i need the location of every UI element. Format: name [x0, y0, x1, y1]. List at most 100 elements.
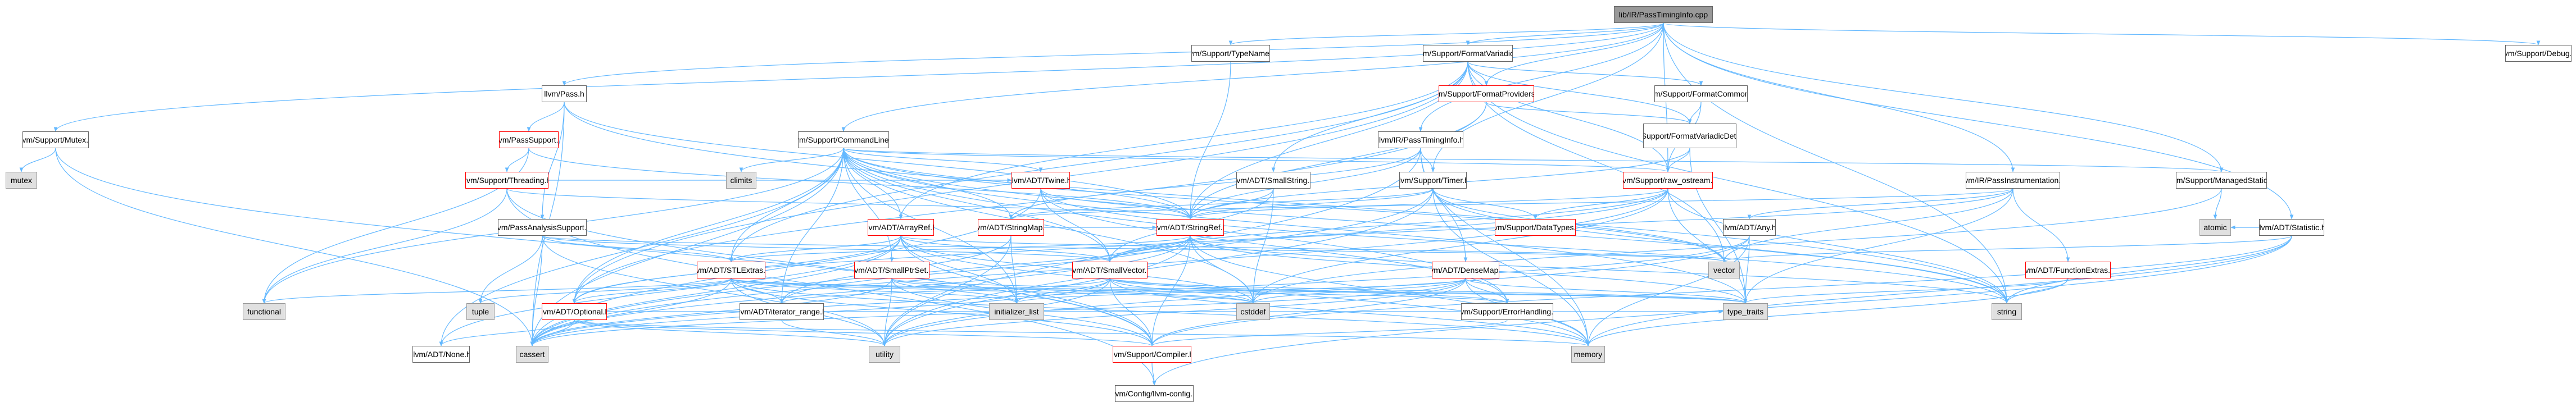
edge-commandline-to-smallvector: [843, 148, 1112, 262]
edge-mutex-to-cassert: [55, 148, 534, 346]
edge-root-to-formatproviders: [1484, 22, 1664, 86]
edge-smallstring-to-cstddef: [1251, 188, 1274, 304]
edge-typename-to-stringref: [1188, 61, 1231, 220]
graph-node-memory[interactable]: memory: [1571, 346, 1605, 363]
graph-node-arrayref[interactable]: llvm/ADT/ArrayRef.h: [868, 219, 934, 236]
graph-node-llvmconfig[interactable]: llvm/Config/llvm-config.h: [1115, 385, 1194, 402]
edge-pass-to-string: [564, 102, 2009, 304]
edge-smallvector-to-iterator_range: [779, 278, 1110, 304]
graph-node-timer[interactable]: llvm/Support/Timer.h: [1399, 172, 1467, 189]
edge-managedstatic-to-atomic: [2213, 188, 2222, 220]
graph-node-threading[interactable]: llvm/Support/Threading.h: [465, 172, 548, 189]
graph-node-passanalysissupport[interactable]: llvm/PassAnalysisSupport.h: [498, 219, 587, 236]
graph-node-formatcommon[interactable]: llvm/Support/FormatCommon.h: [1654, 85, 1748, 102]
edge-arrayref-to-vector: [900, 235, 1726, 262]
edge-commandline-to-string: [843, 148, 2009, 304]
graph-node-functionextras[interactable]: llvm/ADT/FunctionExtras.h: [2025, 262, 2111, 278]
edge-densemap-to-errorhandling: [1465, 278, 1509, 304]
graph-node-stlextras[interactable]: llvm/ADT/STLExtras.h: [697, 262, 765, 278]
graph-node-smallvector[interactable]: llvm/ADT/SmallVector.h: [1072, 262, 1148, 278]
graph-node-managedstatic[interactable]: llvm/Support/ManagedStatic.h: [2176, 172, 2267, 189]
edge-layer: [19, 22, 2540, 386]
node-label-line: Details.h: [1724, 131, 1736, 140]
graph-node-smallstring[interactable]: llvm/ADT/SmallString.h: [1236, 172, 1310, 189]
node-label-line: llvm/Support/FormatVariadic: [1644, 131, 1724, 140]
edge-compiler-to-llvmconfig: [1151, 362, 1157, 386]
edge-stlextras-to-errorhandling: [731, 278, 1509, 304]
graph-node-passsupport[interactable]: llvm/PassSupport.h: [499, 131, 559, 148]
graph-node-type-traits[interactable]: type_traits: [1723, 303, 1768, 320]
edge-smallvector-to-type_traits: [1109, 278, 1747, 304]
edge-arrayref-to-smallvector: [900, 235, 1112, 262]
graph-node-passinstrumentation[interactable]: llvm/IR/PassInstrumentation.h: [1966, 172, 2060, 189]
graph-node-tuple[interactable]: tuple: [466, 303, 495, 320]
graph-node-any[interactable]: llvm/ADT/Any.h: [1723, 219, 1776, 236]
edge-smallvector-to-cstddef: [1109, 278, 1255, 304]
graph-node-raw-ostream[interactable]: llvm/Support/raw_ostream.h: [1623, 172, 1713, 189]
graph-node-utility[interactable]: utility: [869, 346, 900, 363]
edge-raw_ostream-to-string: [1667, 188, 2009, 304]
graph-node-cassert[interactable]: cassert: [516, 346, 548, 363]
graph-node-irpasstiminginfo[interactable]: llvm/IR/PassTimingInfo.h: [1378, 131, 1463, 148]
graph-node-mutex[interactable]: llvm/Support/Mutex.h: [22, 131, 89, 148]
graph-node-datatypes[interactable]: llvm/Support/DataTypes.h: [1495, 219, 1576, 236]
graph-node-twine[interactable]: llvm/ADT/Twine.h: [1012, 172, 1070, 189]
graph-node-mutex-std[interactable]: mutex: [6, 172, 37, 189]
edge-arrayref-to-cassert: [530, 235, 901, 346]
edge-smallvector-to-compiler: [1109, 278, 1154, 346]
graph-node-typename[interactable]: llvm/Support/TypeName.h: [1191, 45, 1270, 62]
edge-formatvariadic-to-raw_ostream: [1467, 61, 1670, 172]
edge-stlextras-to-optional: [572, 278, 732, 304]
edge-stringref-to-stlextras: [729, 235, 1191, 262]
graph-node-debug[interactable]: llvm/Support/Debug.h: [2505, 45, 2572, 62]
graph-node-iterator-range[interactable]: llvm/ADT/iterator_range.h: [740, 303, 824, 320]
edge-passanalysissupport-to-smallvector: [542, 235, 1112, 262]
graph-node-stringmap[interactable]: llvm/ADT/StringMap.h: [978, 219, 1044, 236]
graph-node-cstddef[interactable]: cstddef: [1236, 303, 1270, 320]
edge-stlextras-to-initializer_list: [731, 278, 1019, 304]
edge-passanalysissupport-to-stlextras: [542, 235, 733, 262]
graph-node-none[interactable]: llvm/ADT/None.h: [412, 346, 470, 363]
graph-node-pass[interactable]: llvm/Pass.h: [542, 85, 587, 102]
edge-densemap-to-initializer_list: [1014, 278, 1466, 304]
edge-root-to-irpasstiminginfo: [1418, 22, 1664, 132]
graph-node-stringref[interactable]: llvm/ADT/StringRef.h: [1157, 219, 1224, 236]
edge-stlextras-to-compiler: [731, 278, 1154, 346]
edge-stringref-to-compiler: [1150, 235, 1191, 346]
edge-passinstrumentation-to-stringmap: [1009, 188, 2013, 220]
edge-root-to-debug: [1663, 22, 2540, 45]
graph-node-vector[interactable]: vector: [1708, 262, 1740, 278]
graph-node-densemap[interactable]: llvm/ADT/DenseMap.h: [1432, 262, 1499, 278]
edge-passanalysissupport-to-vector: [542, 235, 1726, 262]
graph-node-errorhandling[interactable]: llvm/Support/ErrorHandling.h: [1461, 303, 1553, 320]
graph-node-commandline[interactable]: llvm/Support/CommandLine.h: [798, 131, 889, 148]
edge-commandline-to-type_traits: [843, 148, 1748, 304]
graph-node-functional[interactable]: functional: [243, 303, 285, 320]
graph-node-string[interactable]: string: [1992, 303, 2022, 320]
graph-node-smallptrset[interactable]: llvm/ADT/SmallPtrSet.h: [854, 262, 929, 278]
edge-optional-to-utility: [574, 319, 887, 346]
edge-irpasstiminginfo-to-utility: [882, 148, 1421, 346]
edge-threading-to-functional: [262, 188, 507, 304]
graph-node-formatproviders[interactable]: llvm/Support/FormatProviders.h: [1439, 85, 1534, 102]
edge-timer-to-stringref: [1188, 188, 1434, 220]
edge-threading-to-stringref: [506, 188, 1192, 220]
edge-errorhandling-to-compiler: [1150, 319, 1508, 346]
graph-node-initializer-list[interactable]: initializer_list: [989, 303, 1044, 320]
edge-statistic-to-vector: [1722, 235, 2292, 262]
edge-commandline-to-twine: [843, 148, 1043, 172]
graph-node-climits[interactable]: climits: [726, 172, 756, 189]
edge-stringmap-to-initializer_list: [1010, 235, 1019, 304]
edge-twine-to-cassert: [530, 188, 1041, 346]
graph-node-atomic[interactable]: atomic: [2199, 219, 2231, 236]
edge-stringref-to-cstddef: [1190, 235, 1255, 304]
graph-node-compiler[interactable]: llvm/Support/Compiler.h: [1113, 346, 1191, 363]
edge-raw_ostream-to-stringref: [1188, 188, 1668, 220]
graph-node-formatvariadic[interactable]: llvm/Support/FormatVariadic.h: [1423, 45, 1513, 62]
edge-irpasstiminginfo-to-timer: [1420, 148, 1435, 172]
graph-node-optional[interactable]: llvm/ADT/Optional.h: [542, 303, 607, 320]
graph-node-formatvariadicdetails[interactable]: llvm/Support/FormatVariadicDetails.h: [1643, 124, 1736, 148]
edge-smallptrset-to-utility: [882, 278, 892, 346]
graph-node-statistic[interactable]: llvm/ADT/Statistic.h: [2259, 219, 2324, 236]
